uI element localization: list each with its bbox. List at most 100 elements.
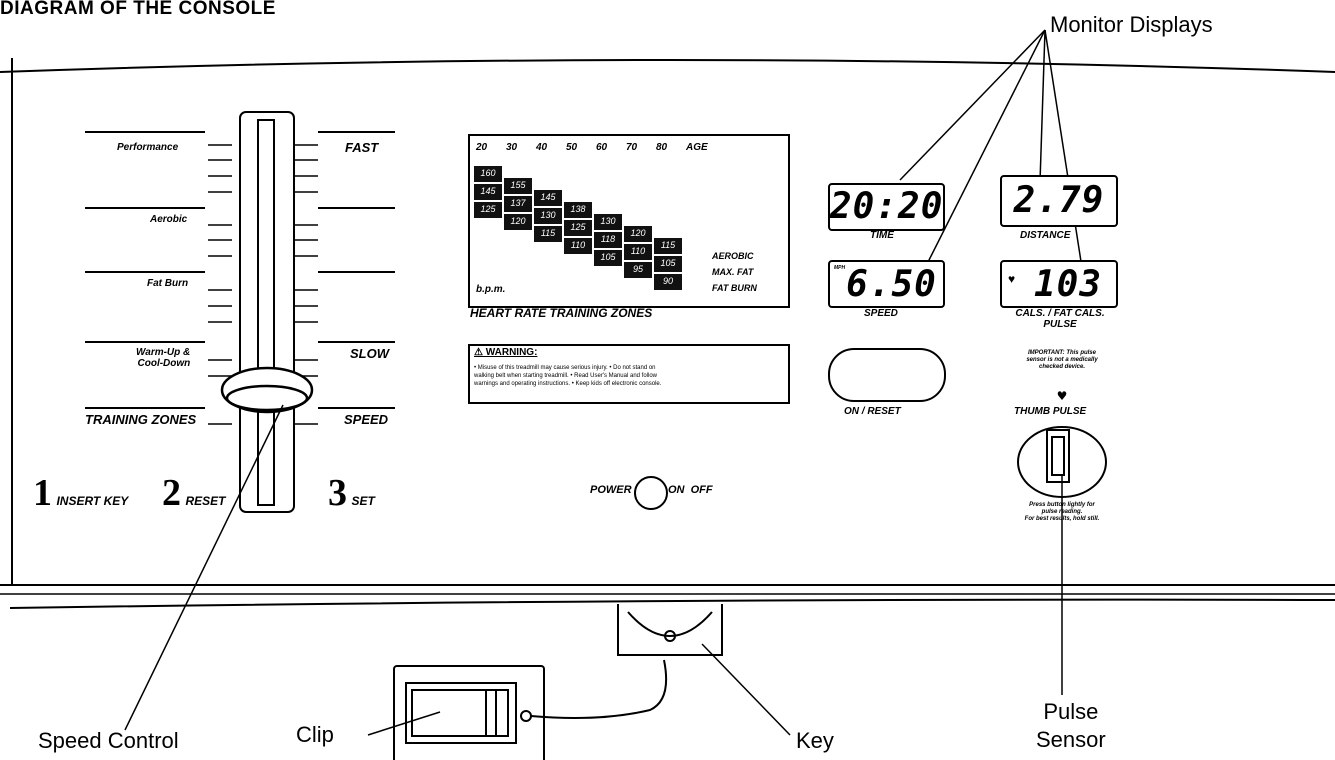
age-label: 60 (596, 142, 608, 153)
thumb-pulse-label: THUMB PULSE (1014, 406, 1087, 417)
zone-aerobic: AEROBIC (712, 251, 754, 261)
training-zones-caption: TRAINING ZONES (85, 412, 197, 427)
clip-callout: Clip (296, 722, 334, 747)
speed-slider-track (239, 111, 295, 513)
heart-rate-caption: HEART RATE TRAINING ZONES (470, 306, 653, 320)
cals-label: CALS. / FAT CALS. PULSE (992, 308, 1128, 330)
pulse-label: PULSE (1043, 319, 1077, 330)
speed-caption: SPEED (344, 412, 389, 427)
cals-pulse-display: ♥ 103 (1000, 260, 1118, 308)
age-label: 50 (566, 142, 578, 153)
pulse-note-line3: checked device. (1038, 364, 1086, 370)
cals-value: 103 (1033, 264, 1103, 305)
pulse-sensor-callout: Pulse Sensor (1036, 698, 1106, 754)
bpm-cell: 118 (594, 232, 622, 248)
cals-label-line1: CALS. / FAT CALS. (1015, 308, 1105, 319)
pulse-note-line1: IMPORTANT: This pulse (1027, 350, 1096, 356)
bpm-cell: 90 (654, 274, 682, 290)
time-value: 20:20 (830, 186, 944, 227)
bpm-cell: 138 (564, 202, 592, 218)
clip-cord (530, 659, 668, 719)
distance-value: 2.79 (1013, 180, 1105, 221)
bpm-cell: 115 (654, 238, 682, 254)
step-text-reset: RESET (185, 494, 226, 508)
zone-label-aerobic: Aerobic (150, 214, 188, 225)
speed-display-label: SPEED (864, 308, 898, 319)
zone-max-fat: MAX. FAT (712, 267, 754, 277)
zone-label-warm-up-line1: Warm-Up & (136, 347, 191, 358)
bpm-label: b.p.m. (476, 284, 506, 295)
bpm-cell: 120 (504, 214, 532, 230)
speed-fast-label: FAST (345, 140, 379, 155)
age-label: 80 (656, 142, 668, 153)
zone-label-performance: Performance (117, 142, 179, 153)
heart-icon: ♥ (1008, 272, 1016, 286)
safety-clip (393, 665, 545, 760)
pulse-sensor-callout-line2: Sensor (1036, 727, 1106, 752)
age-label: 30 (506, 142, 518, 153)
step-text-insert-key: INSERT KEY (56, 494, 129, 508)
power-switch[interactable] (634, 476, 668, 510)
speed-value: 6.50 (846, 264, 937, 305)
step-set: 3 SET (328, 474, 375, 512)
press-note-line3: For best results, hold still. (1024, 516, 1100, 522)
slider-minor-ticks (208, 144, 318, 425)
bpm-cell: 125 (564, 220, 592, 236)
bpm-cell: 145 (534, 190, 562, 206)
bpm-cell: 137 (504, 196, 532, 212)
bpm-cell: 160 (474, 166, 502, 182)
bpm-cell: 130 (534, 208, 562, 224)
press-note-line2: pulse reading. (1041, 509, 1083, 515)
step-number-2: 2 (162, 472, 181, 514)
callout-lines (124, 29, 1083, 736)
bpm-cell: 105 (654, 256, 682, 272)
bpm-cell: 115 (534, 226, 562, 242)
step-number-1: 1 (33, 472, 52, 514)
distance-display: 2.79 (1000, 175, 1118, 227)
monitor-displays-callout: Monitor Displays (1050, 12, 1213, 37)
speed-slider-knob (220, 366, 314, 414)
warning-title: ⚠ WARNING: (474, 347, 538, 358)
warning-text: • Misuse of this treadmill may cause ser… (474, 364, 784, 388)
speed-slow-label: SLOW (350, 346, 389, 361)
on-reset-button[interactable] (828, 348, 946, 402)
power-on-off-label: ON OFF (668, 484, 713, 496)
bpm-cell: 110 (564, 238, 592, 254)
zone-label-fat-burn: Fat Burn (147, 278, 189, 289)
bpm-cell: 130 (594, 214, 622, 230)
age-label: 40 (536, 142, 548, 153)
key-callout: Key (796, 728, 834, 753)
bpm-cell: 125 (474, 202, 502, 218)
speed-unit: MPH (834, 265, 846, 271)
step-text-set: SET (351, 494, 375, 508)
time-display: 20:20 (828, 183, 945, 231)
age-label: AGE (686, 142, 708, 153)
bpm-cell: 145 (474, 184, 502, 200)
bpm-cell: 110 (624, 244, 652, 260)
heart-icon: ♥ (1057, 389, 1068, 403)
distance-label: DISTANCE (1020, 230, 1071, 241)
warning-line-2: walking belt when starting treadmill. • … (474, 373, 657, 379)
pulse-sensor-callout-line1: Pulse (1043, 699, 1099, 724)
thumb-pulse-button (1017, 426, 1107, 498)
time-label: TIME (870, 230, 894, 241)
slider-scale-ticks (85, 131, 395, 409)
zone-label-warm-up: Warm-Up & Cool-Down (136, 347, 190, 369)
bpm-cell: 155 (504, 178, 532, 194)
warning-box: ⚠ WARNING: • Misuse of this treadmill ma… (468, 344, 790, 404)
step-reset: 2 RESET (162, 474, 225, 512)
age-label: 20 (476, 142, 488, 153)
press-note-line1: Press button lightly for (1029, 502, 1095, 508)
zone-label-cool-down: Cool-Down (137, 358, 191, 369)
key-slot (617, 604, 723, 656)
speed-control-callout: Speed Control (38, 728, 179, 753)
speed-display: MPH 6.50 (828, 260, 945, 308)
warning-line-1: • Misuse of this treadmill may cause ser… (474, 365, 656, 371)
bpm-cell: 95 (624, 262, 652, 278)
bpm-cell: 120 (624, 226, 652, 242)
pulse-important-note: IMPORTANT: This pulse sensor is not a me… (1002, 350, 1122, 371)
diagram-title: DIAGRAM OF THE CONSOLE (0, 0, 276, 19)
